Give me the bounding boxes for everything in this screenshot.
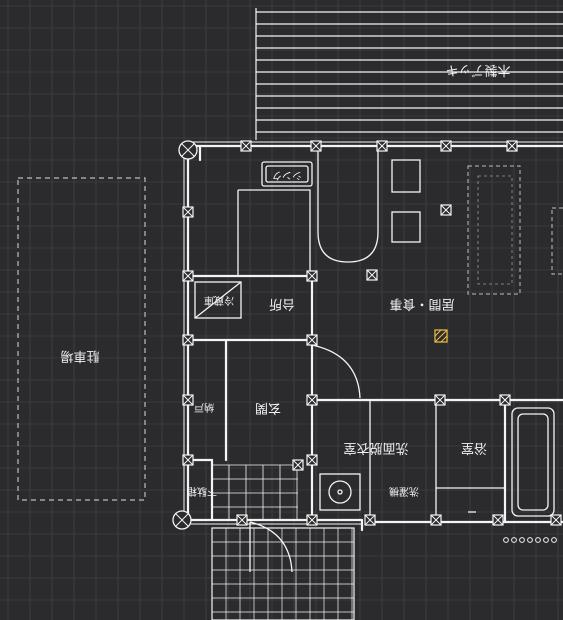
column-cross xyxy=(366,269,378,281)
curved-partition xyxy=(317,150,379,263)
kitchen-counter xyxy=(238,189,311,276)
column-cross xyxy=(175,513,189,527)
column-cross xyxy=(182,270,194,282)
label-hall: 玄関 xyxy=(255,400,281,415)
drain-dot xyxy=(535,537,541,543)
column-cross xyxy=(181,143,195,157)
label-deck: 木製デッキ xyxy=(445,62,510,78)
bathtub xyxy=(511,407,555,517)
column-cross xyxy=(306,334,318,346)
sink-box xyxy=(319,473,361,511)
door-swing xyxy=(311,344,361,399)
label-storage: 納戸 xyxy=(194,401,214,414)
label-toilet: 洗濯機 xyxy=(389,485,419,498)
column-cross xyxy=(310,140,322,152)
steps-outline xyxy=(211,527,355,620)
label-kitchen: 台所 xyxy=(269,296,295,311)
wooden-deck xyxy=(255,8,563,140)
column-cross xyxy=(499,394,511,406)
parking-area xyxy=(17,177,146,501)
label-washroom: 洗面脱衣室 xyxy=(343,440,408,456)
sink-basin xyxy=(328,480,352,504)
label-entry-closet: 下駄箱 xyxy=(187,485,217,498)
column-cross xyxy=(430,514,442,526)
entrance-steps xyxy=(211,527,355,620)
drain-dots xyxy=(503,537,557,543)
column-cross xyxy=(364,514,376,526)
drain-dot xyxy=(519,537,525,543)
column-cross xyxy=(506,140,518,152)
column-cross xyxy=(306,454,318,466)
sofa-outline xyxy=(467,165,521,295)
column-cross xyxy=(182,454,194,466)
drain-dot xyxy=(511,537,517,543)
drain-dot xyxy=(503,537,509,543)
column-cross xyxy=(182,334,194,346)
pantry-box xyxy=(194,281,242,319)
label-bath: 浴室 xyxy=(461,440,487,456)
entry-tiles xyxy=(211,464,298,520)
chair xyxy=(391,159,421,193)
column-cross xyxy=(440,140,452,152)
interior-details xyxy=(194,150,555,620)
column-cross xyxy=(376,140,388,152)
column-cross xyxy=(182,206,194,218)
column-cross xyxy=(550,514,562,526)
dining-table-outline xyxy=(551,207,563,275)
chair xyxy=(391,211,421,243)
column-cross xyxy=(434,394,446,406)
entrance-door-swing xyxy=(249,521,293,573)
refrigerator-box xyxy=(261,161,313,187)
column-cross xyxy=(292,459,304,471)
column-cross xyxy=(306,270,318,282)
sofa-inner xyxy=(477,175,513,285)
column-cross xyxy=(440,204,452,216)
label-pantry: 冷蔵庫 xyxy=(204,294,234,307)
column-cross xyxy=(236,514,248,526)
column-cross xyxy=(182,394,194,406)
column-cross xyxy=(306,394,318,406)
column-cross xyxy=(306,514,318,526)
drain-dot xyxy=(527,537,533,543)
column-cross xyxy=(492,514,504,526)
label-ldk: 居間・食事 xyxy=(389,296,454,312)
drain-dot xyxy=(543,537,549,543)
label-shelf: シンク xyxy=(272,169,302,181)
column-markers xyxy=(172,140,562,530)
column-cross xyxy=(240,140,252,152)
drain-dot xyxy=(551,537,557,543)
label-parking: 駐車場 xyxy=(60,348,99,363)
